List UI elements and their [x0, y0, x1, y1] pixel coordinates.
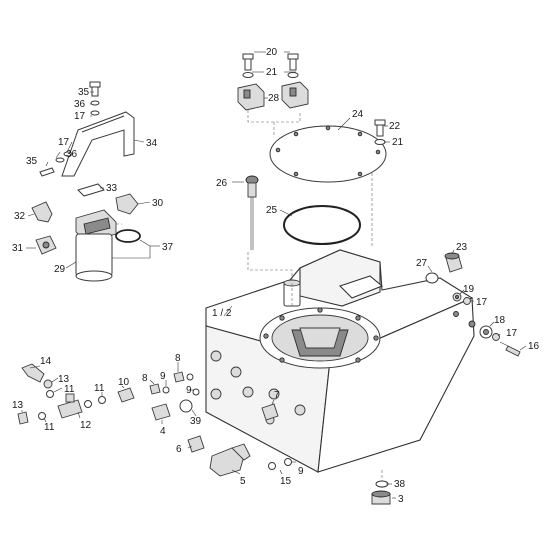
callout-13: 13 [12, 400, 24, 411]
filler-cap [425, 252, 463, 284]
callout-17: 17 [476, 297, 488, 308]
callout-26: 26 [216, 178, 228, 189]
callout-21: 21 [266, 67, 278, 78]
leader-lines [21, 51, 527, 499]
right-fittings [452, 292, 521, 357]
callout-19: 19 [463, 284, 475, 295]
callout-10: 10 [118, 377, 130, 388]
callout-27: 27 [416, 258, 428, 269]
callout-11: 11 [64, 384, 75, 395]
callout-32: 32 [14, 211, 26, 222]
callout-16: 16 [528, 341, 540, 352]
callout-14: 14 [40, 356, 52, 367]
callout-1-2: 1 / 2 [212, 308, 232, 319]
top-clamp-assembly [237, 53, 387, 183]
callout-8: 8 [175, 353, 181, 364]
seal-ring [283, 205, 361, 245]
cover-plate [269, 125, 387, 183]
callout-31: 31 [12, 243, 24, 254]
callout-9: 9 [298, 466, 304, 477]
callout-9: 9 [186, 385, 192, 396]
fuel-tank [205, 150, 476, 490]
callout-11: 11 [94, 383, 105, 394]
callout-35: 35 [26, 156, 38, 167]
callout-17: 17 [58, 137, 70, 148]
filter-assembly [31, 81, 141, 282]
callout-25: 25 [266, 205, 278, 216]
callout-38: 38 [394, 479, 406, 490]
callout-36: 36 [66, 149, 78, 160]
callout-24: 24 [352, 109, 364, 120]
callout-labels: 20 21 28 24 22 21 35 36 17 34 17 36 35 3… [12, 47, 540, 505]
callout-8: 8 [142, 373, 148, 384]
callout-18: 18 [494, 315, 506, 326]
callout-17: 17 [74, 111, 86, 122]
callout-4: 4 [160, 426, 166, 437]
left-fittings [17, 363, 391, 505]
callout-33: 33 [106, 183, 118, 194]
callout-3: 3 [398, 494, 404, 505]
callout-11: 11 [44, 422, 55, 433]
callout-12: 12 [80, 420, 92, 431]
callout-23: 23 [456, 242, 468, 253]
callout-13: 13 [58, 374, 70, 385]
callout-17: 17 [506, 328, 518, 339]
callout-9: 9 [160, 371, 166, 382]
callout-35: 35 [78, 87, 90, 98]
callout-6: 6 [176, 444, 182, 455]
callout-7: 7 [274, 390, 280, 401]
callout-30: 30 [152, 198, 164, 209]
callout-5: 5 [240, 476, 246, 487]
callout-28: 28 [268, 93, 280, 104]
callout-29: 29 [54, 264, 66, 275]
dipstick [245, 175, 259, 250]
callout-15: 15 [280, 476, 292, 487]
callout-21: 21 [392, 137, 404, 148]
callout-34: 34 [146, 138, 158, 149]
callout-22: 22 [389, 121, 401, 132]
callout-39: 39 [190, 416, 202, 427]
callout-20: 20 [266, 47, 278, 58]
callout-37: 37 [162, 242, 174, 253]
callout-36: 36 [74, 99, 86, 110]
